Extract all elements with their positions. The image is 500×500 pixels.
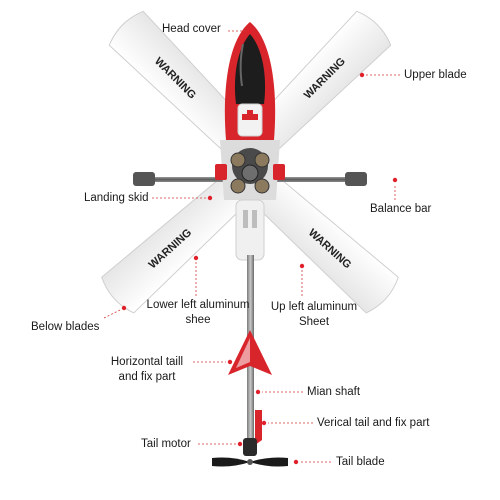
label-horizontal-tail-line2: and fix part (118, 371, 176, 383)
label-head-cover: Head cover (162, 23, 221, 35)
label-horizontal-tail: Horizontal taill and fix part (100, 355, 194, 385)
label-vertical-tail: Verical tail and fix part (317, 417, 430, 429)
rotor-head (215, 148, 285, 194)
vertical-tail (255, 410, 262, 445)
below-blade-left: WARNING (101, 171, 253, 314)
label-horizontal-tail-line1: Horizontal taill (110, 356, 184, 368)
label-below-blades: Below blades (31, 321, 100, 333)
label-tail-blade: Tail blade (336, 456, 385, 468)
label-upper-blade: Upper blade (404, 69, 467, 81)
leader-lines (103, 28, 400, 465)
horizontal-tail (228, 330, 272, 375)
tail-motor (243, 438, 257, 456)
label-up-left-line1: Up left aluminum (270, 301, 358, 313)
label-up-left-line2: Sheet (298, 316, 330, 328)
label-lower-left-aluminum: Lower left aluminum shee (140, 298, 256, 328)
label-lower-left-line2: shee (185, 314, 211, 326)
fuselage (220, 22, 280, 261)
label-tail-motor: Tail motor (141, 438, 191, 450)
label-lower-left-line1: Lower left aluminum (146, 299, 250, 311)
label-main-shaft: Mian shaft (307, 386, 361, 398)
label-balance-bar: Balance bar (370, 203, 432, 215)
tail-blade (212, 457, 288, 467)
upper-blade-left: WARNING (108, 10, 254, 156)
below-blade-right: WARNING (247, 171, 399, 314)
label-up-left-aluminum: Up left aluminum Sheet (262, 300, 366, 330)
label-landing-skid: Landing skid (84, 192, 149, 204)
